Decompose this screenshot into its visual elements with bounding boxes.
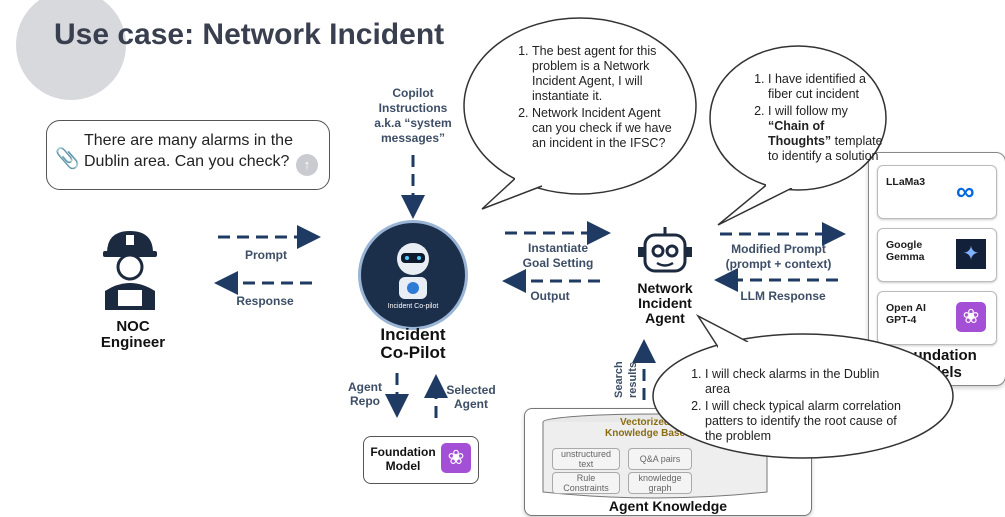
llm-response-label: LLM Response xyxy=(740,289,826,303)
output-label: Output xyxy=(530,289,570,303)
user-prompt-box xyxy=(46,120,330,190)
paperclip-icon: 📎 xyxy=(55,148,80,170)
agent-plan-bubble xyxy=(652,314,954,459)
response-label: Response xyxy=(236,294,294,308)
agent-thought-bubble xyxy=(709,45,887,226)
kb-cell-qa: Q&A pairs xyxy=(628,448,692,470)
openai-icon: ❀ xyxy=(956,302,986,332)
search-results-label: Search results xyxy=(613,361,639,399)
kb-cell-graph: knowledge graph xyxy=(628,472,692,494)
openai-icon: ❀ xyxy=(441,443,471,473)
copilot-robot-icon: Incident Co-pilot xyxy=(358,220,468,330)
copilot-bubble-text: The best agent for this problem is a Net… xyxy=(512,44,682,153)
copilot-speech-bubble xyxy=(463,17,697,210)
gemma-icon: ✦ xyxy=(956,239,986,269)
prompt-label: Prompt xyxy=(245,248,287,262)
kb-cell-rules: Rule Constraints xyxy=(552,472,620,494)
agent-robot-icon xyxy=(638,227,692,273)
engineer-icon xyxy=(103,231,157,310)
agent-thought-text: I have identified a fiber cut incident I… xyxy=(748,72,888,166)
kb-cell-unstructured: unstructured text xyxy=(552,448,620,470)
agent-knowledge-title: Agent Knowledge xyxy=(608,498,728,514)
user-prompt-text: There are many alarms in the Dublin area… xyxy=(84,132,293,170)
copilot-instructions-label: Copilot Instructions a.k.a “system messa… xyxy=(374,86,452,145)
page-title: Use case: Network Incident xyxy=(54,18,445,51)
meta-icon: ∞ xyxy=(956,176,975,206)
model-card-gemma: Google Gemma ✦ xyxy=(877,228,997,282)
modified-prompt-label: Modified Prompt(prompt + context) xyxy=(725,242,832,271)
model-card-gpt4: Open AI GPT-4 ❀ xyxy=(877,291,997,345)
agent-plan-text: I will check alarms in the Dublin area I… xyxy=(685,367,905,446)
model-card-llama3: LLaMa3 ∞ xyxy=(877,165,997,219)
title-decoration xyxy=(16,0,126,100)
send-icon[interactable]: ↑ xyxy=(296,154,318,176)
